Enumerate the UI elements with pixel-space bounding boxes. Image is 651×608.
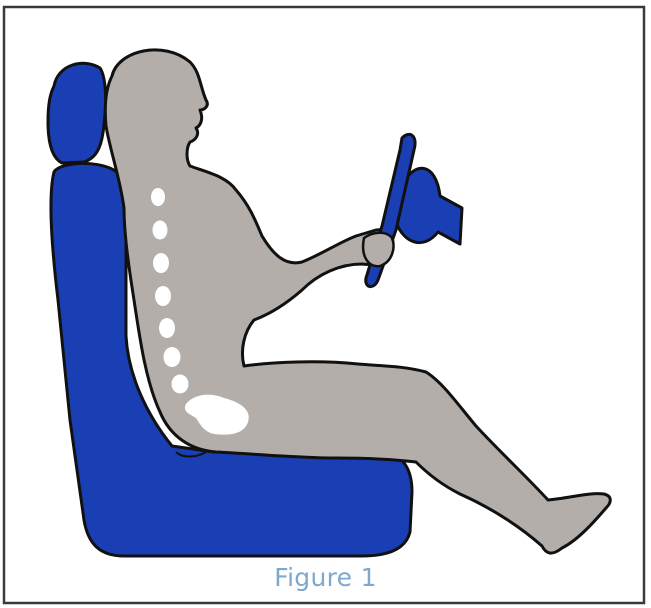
vertebra — [172, 375, 189, 394]
vertebra — [153, 253, 169, 273]
vertebra — [155, 286, 171, 306]
seat-headrest — [48, 63, 106, 163]
driver-hand — [363, 233, 393, 267]
steering-wheel-icon — [363, 134, 462, 286]
vertebra — [164, 347, 181, 367]
vertebra — [151, 188, 165, 206]
vertebra — [153, 221, 168, 240]
figure-caption: Figure 1 — [0, 562, 651, 594]
vertebra — [159, 318, 175, 338]
